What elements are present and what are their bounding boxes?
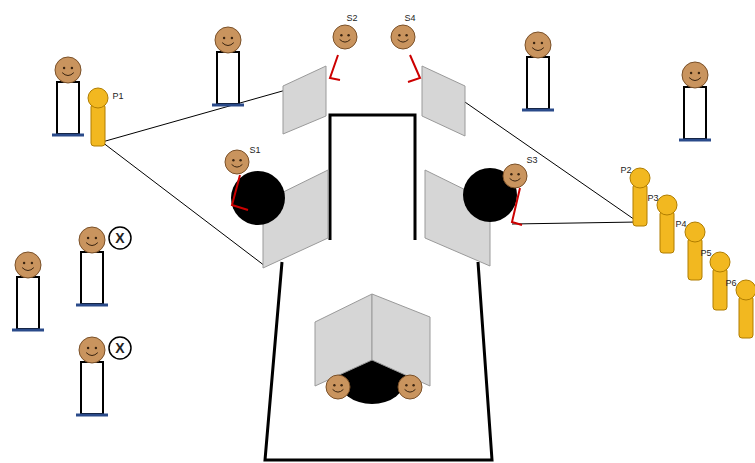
yellow-body xyxy=(713,268,727,310)
body xyxy=(17,277,39,329)
sensor-label: S4 xyxy=(404,14,415,23)
head xyxy=(398,375,422,399)
body xyxy=(81,252,103,304)
person-label: P2 xyxy=(620,166,631,175)
sensor-label: S1 xyxy=(249,146,260,155)
head xyxy=(525,32,551,58)
smile xyxy=(532,48,544,51)
yellow-body xyxy=(633,184,647,226)
base xyxy=(679,139,711,142)
head xyxy=(391,25,415,49)
smile xyxy=(340,39,351,42)
base xyxy=(76,304,108,307)
person-label: P5 xyxy=(700,249,711,258)
yellow-head xyxy=(630,168,650,188)
smile xyxy=(510,178,521,181)
heads xyxy=(225,25,527,399)
person-label: P6 xyxy=(725,279,736,288)
yellow-body xyxy=(688,238,702,280)
body xyxy=(217,52,239,104)
sensor-label: S2 xyxy=(346,14,357,23)
head xyxy=(225,150,249,174)
yellow-body xyxy=(739,296,753,338)
yellow-head xyxy=(685,222,705,242)
cross-circle xyxy=(109,227,131,249)
smile xyxy=(333,389,344,392)
body xyxy=(81,362,103,414)
screens xyxy=(263,66,490,268)
base xyxy=(76,414,108,417)
seated-people xyxy=(231,55,522,225)
body xyxy=(527,57,549,109)
head xyxy=(333,25,357,49)
head xyxy=(503,164,527,188)
cross-mark: X xyxy=(115,341,124,355)
yellow-head xyxy=(88,88,108,108)
cross-marks xyxy=(109,227,131,359)
stage-outline xyxy=(265,115,492,460)
yellow-head xyxy=(710,252,730,272)
head xyxy=(326,375,350,399)
yellow-body xyxy=(91,104,105,146)
standing-people xyxy=(12,27,711,415)
person-label: P3 xyxy=(647,194,658,203)
smile xyxy=(232,164,243,167)
body xyxy=(684,87,706,139)
head xyxy=(79,337,105,363)
smile xyxy=(62,73,74,76)
highlighted-people xyxy=(88,88,755,338)
person-label: P4 xyxy=(675,220,686,229)
base xyxy=(52,134,84,137)
body xyxy=(57,82,79,134)
base xyxy=(12,329,44,332)
base xyxy=(522,109,554,112)
cross-circle xyxy=(109,337,131,359)
head xyxy=(55,57,81,83)
smile xyxy=(689,78,701,81)
front-desk xyxy=(315,294,430,404)
smile xyxy=(405,389,416,392)
smile xyxy=(86,243,98,246)
head xyxy=(79,227,105,253)
smile xyxy=(86,353,98,356)
head xyxy=(215,27,241,53)
smile xyxy=(222,43,234,46)
smile xyxy=(22,268,34,271)
yellow-head xyxy=(736,280,755,300)
sight-lines xyxy=(102,90,638,266)
smile xyxy=(398,39,409,42)
head xyxy=(15,252,41,278)
yellow-head xyxy=(657,195,677,215)
cross-mark: X xyxy=(115,231,124,245)
sensor-label: S3 xyxy=(526,156,537,165)
head xyxy=(682,62,708,88)
yellow-body xyxy=(660,211,674,253)
person-label: P1 xyxy=(112,92,123,101)
base xyxy=(212,104,244,107)
